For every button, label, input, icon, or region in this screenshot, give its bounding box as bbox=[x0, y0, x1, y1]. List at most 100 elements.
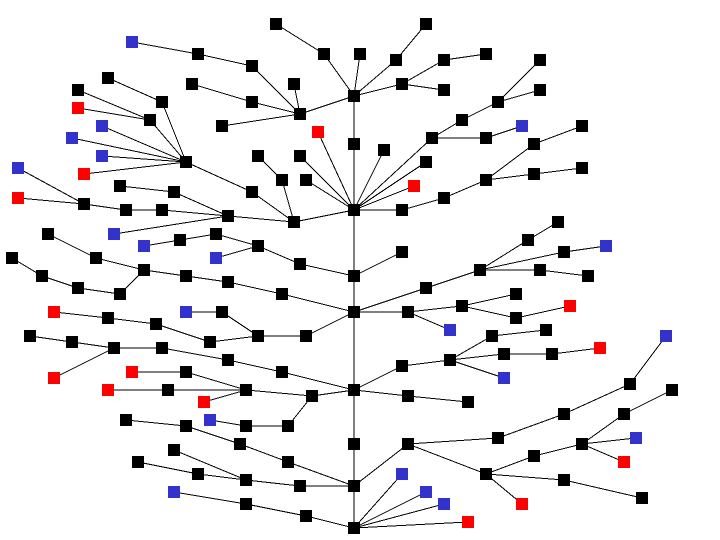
tree-node-black[interactable] bbox=[246, 186, 258, 198]
tree-node-black[interactable] bbox=[240, 498, 252, 510]
tree-node-black[interactable] bbox=[348, 306, 360, 318]
tree-node-black[interactable] bbox=[276, 288, 288, 300]
tree-node-black[interactable] bbox=[624, 378, 636, 390]
tree-node-blue[interactable] bbox=[444, 324, 456, 336]
tree-node-blue[interactable] bbox=[108, 228, 120, 240]
tree-node-blue[interactable] bbox=[420, 486, 432, 498]
tree-node-black[interactable] bbox=[558, 408, 570, 420]
tree-node-black[interactable] bbox=[42, 228, 54, 240]
tree-node-black[interactable] bbox=[210, 228, 222, 240]
tree-node-black[interactable] bbox=[396, 78, 408, 90]
tree-node-red[interactable] bbox=[48, 372, 60, 384]
tree-node-blue[interactable] bbox=[126, 36, 138, 48]
tree-node-blue[interactable] bbox=[12, 162, 24, 174]
tree-node-red[interactable] bbox=[126, 366, 138, 378]
tree-node-red[interactable] bbox=[564, 300, 576, 312]
tree-node-black[interactable] bbox=[402, 390, 414, 402]
tree-node-black[interactable] bbox=[540, 324, 552, 336]
tree-node-black[interactable] bbox=[396, 360, 408, 372]
tree-node-black[interactable] bbox=[174, 234, 186, 246]
tree-node-black[interactable] bbox=[390, 54, 402, 66]
tree-node-blue[interactable] bbox=[96, 120, 108, 132]
tree-node-black[interactable] bbox=[192, 48, 204, 60]
tree-node-black[interactable] bbox=[288, 78, 300, 90]
tree-node-black[interactable] bbox=[666, 384, 678, 396]
tree-node-black[interactable] bbox=[102, 312, 114, 324]
tree-node-black[interactable] bbox=[72, 282, 84, 294]
tree-node-black[interactable] bbox=[138, 264, 150, 276]
tree-node-black[interactable] bbox=[156, 204, 168, 216]
tree-node-black[interactable] bbox=[426, 132, 438, 144]
tree-node-red[interactable] bbox=[102, 384, 114, 396]
tree-node-black[interactable] bbox=[66, 336, 78, 348]
tree-node-black[interactable] bbox=[282, 456, 294, 468]
tree-node-black[interactable] bbox=[558, 474, 570, 486]
tree-node-blue[interactable] bbox=[138, 240, 150, 252]
tree-node-black[interactable] bbox=[222, 354, 234, 366]
tree-node-blue[interactable] bbox=[600, 240, 612, 252]
tree-node-black[interactable] bbox=[120, 204, 132, 216]
tree-node-black[interactable] bbox=[222, 210, 234, 222]
tree-node-black[interactable] bbox=[420, 282, 432, 294]
tree-node-black[interactable] bbox=[222, 276, 234, 288]
tree-node-red[interactable] bbox=[72, 102, 84, 114]
tree-node-black[interactable] bbox=[276, 366, 288, 378]
tree-node-black[interactable] bbox=[534, 84, 546, 96]
tree-node-black[interactable] bbox=[576, 438, 588, 450]
tree-node-black[interactable] bbox=[186, 78, 198, 90]
tree-node-black[interactable] bbox=[492, 432, 504, 444]
tree-node-black[interactable] bbox=[294, 258, 306, 270]
tree-node-black[interactable] bbox=[300, 510, 312, 522]
tree-node-black[interactable] bbox=[438, 84, 450, 96]
tree-node-black[interactable] bbox=[114, 288, 126, 300]
tree-node-black[interactable] bbox=[36, 270, 48, 282]
tree-node-black[interactable] bbox=[156, 342, 168, 354]
tree-node-black[interactable] bbox=[240, 420, 252, 432]
tree-node-black[interactable] bbox=[576, 162, 588, 174]
tree-node-black[interactable] bbox=[534, 264, 546, 276]
tree-node-black[interactable] bbox=[108, 342, 120, 354]
tree-node-blue[interactable] bbox=[96, 150, 108, 162]
tree-node-black[interactable] bbox=[348, 384, 360, 396]
tree-node-black[interactable] bbox=[156, 96, 168, 108]
tree-node-black[interactable] bbox=[180, 156, 192, 168]
tree-node-black[interactable] bbox=[420, 18, 432, 30]
tree-node-black[interactable] bbox=[474, 264, 486, 276]
tree-node-black[interactable] bbox=[402, 438, 414, 450]
tree-node-black[interactable] bbox=[252, 330, 264, 342]
tree-node-black[interactable] bbox=[528, 138, 540, 150]
tree-node-black[interactable] bbox=[102, 72, 114, 84]
tree-node-black[interactable] bbox=[294, 108, 306, 120]
tree-node-black[interactable] bbox=[480, 48, 492, 60]
tree-node-black[interactable] bbox=[162, 384, 174, 396]
tree-node-red[interactable] bbox=[198, 396, 210, 408]
tree-node-black[interactable] bbox=[348, 480, 360, 492]
tree-node-blue[interactable] bbox=[516, 120, 528, 132]
tree-node-black[interactable] bbox=[546, 348, 558, 360]
tree-node-black[interactable] bbox=[444, 354, 456, 366]
tree-node-black[interactable] bbox=[306, 390, 318, 402]
tree-node-black[interactable] bbox=[180, 366, 192, 378]
tree-node-black[interactable] bbox=[72, 84, 84, 96]
tree-node-red[interactable] bbox=[462, 516, 474, 528]
tree-node-black[interactable] bbox=[252, 150, 264, 162]
tree-node-black[interactable] bbox=[348, 138, 360, 150]
tree-node-black[interactable] bbox=[618, 408, 630, 420]
tree-node-red[interactable] bbox=[48, 306, 60, 318]
tree-node-black[interactable] bbox=[480, 132, 492, 144]
tree-node-red[interactable] bbox=[408, 180, 420, 192]
tree-node-black[interactable] bbox=[528, 168, 540, 180]
tree-node-black[interactable] bbox=[294, 150, 306, 162]
tree-node-red[interactable] bbox=[78, 168, 90, 180]
tree-node-black[interactable] bbox=[378, 144, 390, 156]
tree-node-black[interactable] bbox=[276, 174, 288, 186]
tree-node-black[interactable] bbox=[192, 468, 204, 480]
tree-node-black[interactable] bbox=[24, 330, 36, 342]
tree-node-black[interactable] bbox=[90, 252, 102, 264]
tree-node-black[interactable] bbox=[510, 312, 522, 324]
tree-node-black[interactable] bbox=[438, 54, 450, 66]
tree-node-black[interactable] bbox=[78, 198, 90, 210]
tree-node-black[interactable] bbox=[348, 90, 360, 102]
tree-node-blue[interactable] bbox=[168, 486, 180, 498]
tree-node-black[interactable] bbox=[462, 396, 474, 408]
